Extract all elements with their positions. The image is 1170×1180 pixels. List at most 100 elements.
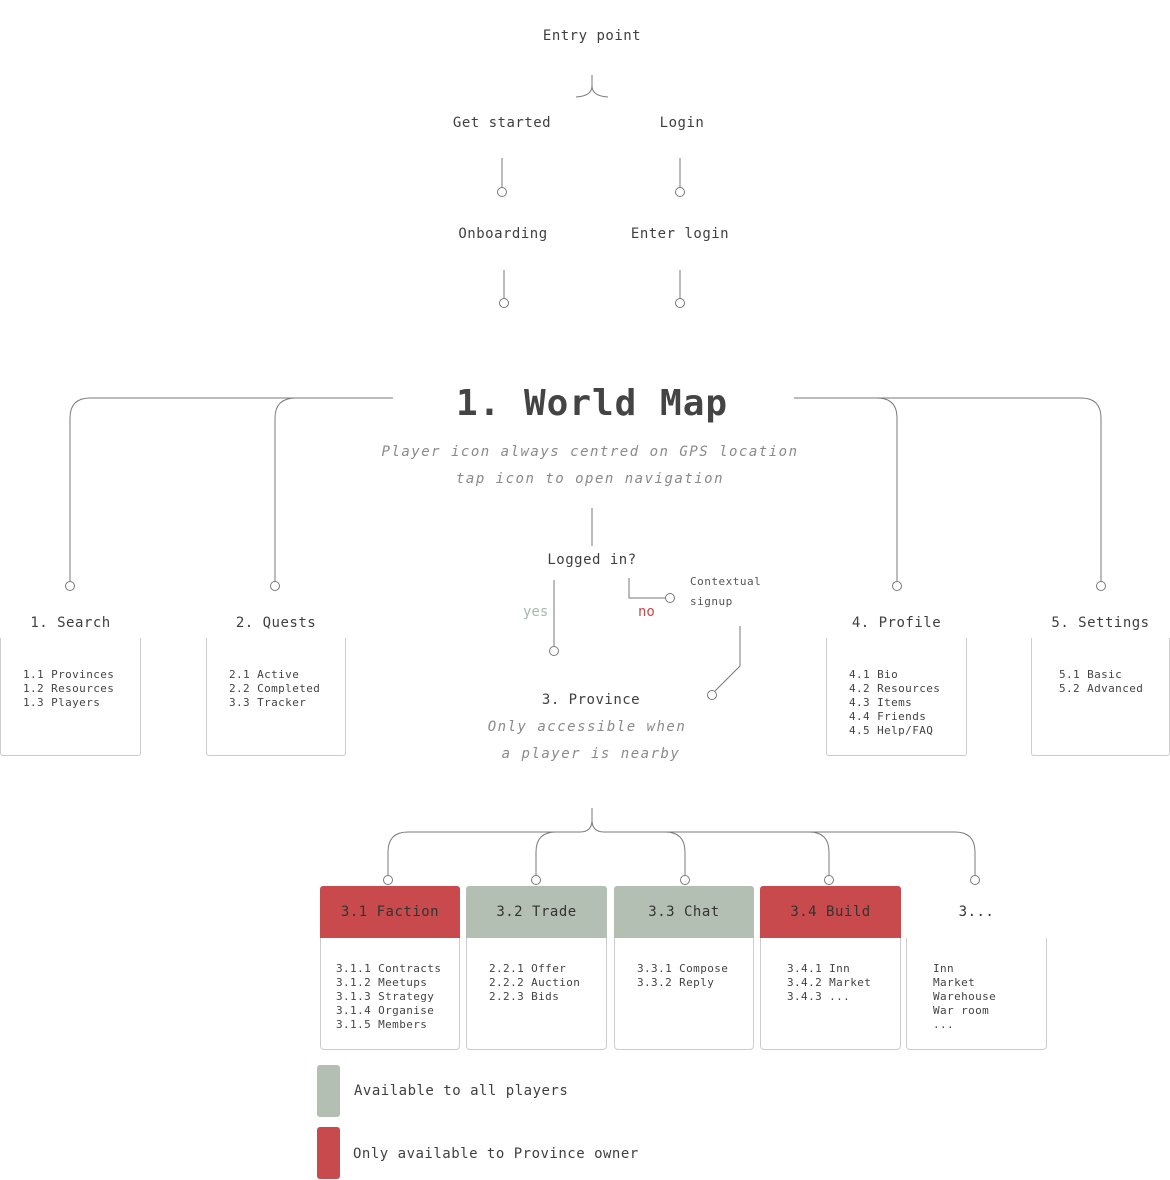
- list-item[interactable]: 3.3.2 Reply: [637, 976, 715, 989]
- province-title-trade[interactable]: 3.2 Trade: [466, 886, 607, 938]
- onboarding-node[interactable]: Onboarding: [458, 226, 548, 242]
- connector-contextual: [714, 626, 741, 692]
- list-item[interactable]: 3.1.5 Members: [336, 1018, 428, 1031]
- connector-search: [69, 397, 393, 582]
- connector-profile: [876, 397, 898, 582]
- list-item[interactable]: 2.2.1 Offer: [489, 962, 567, 975]
- province-list-faction: 3.1.1 Contracts 3.1.2 Meetups 3.1.3 Stra…: [336, 962, 441, 1032]
- list-item[interactable]: 4.3 Items: [849, 696, 913, 709]
- province-split-connector: [579, 808, 605, 833]
- connector-trade: [535, 831, 557, 876]
- province-list-chat: 3.3.1 Compose 3.3.2 Reply: [637, 962, 728, 990]
- list-item[interactable]: 3.1.4 Organise: [336, 1004, 435, 1017]
- list-item[interactable]: 3.1.1 Contracts: [336, 962, 442, 975]
- section-title-settings[interactable]: 5. Settings: [1030, 610, 1170, 636]
- login-node[interactable]: Login: [659, 115, 705, 131]
- list-item[interactable]: 3.4.3 ...: [787, 990, 851, 1003]
- list-item[interactable]: 4.4 Friends: [849, 710, 927, 723]
- logged-in-question: Logged in?: [547, 552, 637, 568]
- no-label: no: [638, 604, 655, 620]
- list-item[interactable]: 2.2.2 Auction: [489, 976, 581, 989]
- connector-node: [680, 875, 690, 885]
- connector-node: [707, 690, 717, 700]
- connector-node: [549, 646, 559, 656]
- list-item[interactable]: 2.2 Completed: [229, 682, 321, 695]
- province-list-build: 3.4.1 Inn 3.4.2 Market 3.4.3 ...: [787, 962, 871, 1004]
- list-item[interactable]: 1.2 Resources: [23, 682, 115, 695]
- entry-point-label: Entry point: [542, 28, 642, 44]
- list-item[interactable]: 3.3 Tracker: [229, 696, 307, 709]
- list-item[interactable]: 2.2.3 Bids: [489, 990, 560, 1003]
- list-item[interactable]: 4.2 Resources: [849, 682, 941, 695]
- connector-build: [808, 831, 830, 876]
- list-item[interactable]: 3.4.2 Market: [787, 976, 872, 989]
- list-item[interactable]: 3.1.2 Meetups: [336, 976, 428, 989]
- list-item[interactable]: 3.1.3 Strategy: [336, 990, 435, 1003]
- connector-node: [383, 875, 393, 885]
- province-card-more[interactable]: 3... Inn Market Warehouse War room ...: [906, 886, 1047, 1050]
- entry-split-connector: [575, 75, 609, 98]
- section-title-quests[interactable]: 2. Quests: [205, 610, 347, 636]
- world-map-title: 1. World Map: [455, 383, 729, 424]
- connector-node: [675, 298, 685, 308]
- province-card-chat[interactable]: 3.3 Chat 3.3.1 Compose 3.3.2 Reply: [614, 886, 754, 1050]
- province-title-faction[interactable]: 3.1 Faction: [320, 886, 460, 938]
- list-item[interactable]: Inn: [933, 962, 955, 975]
- section-card-quests[interactable]: 2. Quests 2.1 Active 2.2 Completed 3.3 T…: [205, 610, 347, 756]
- province-title[interactable]: 3. Province: [541, 692, 641, 708]
- connector-node: [824, 875, 834, 885]
- section-card-search[interactable]: 1. Search 1.1 Provinces 1.2 Resources 1.…: [0, 610, 142, 756]
- world-map-note-2: tap icon to open navigation: [455, 471, 725, 487]
- connector-more: [604, 831, 976, 876]
- list-item[interactable]: Warehouse: [933, 990, 997, 1003]
- section-title-profile[interactable]: 4. Profile: [825, 610, 968, 636]
- list-item[interactable]: 1.3 Players: [23, 696, 101, 709]
- province-note-2: a player is nearby: [501, 746, 681, 762]
- connector-node: [65, 581, 75, 591]
- section-card-settings[interactable]: 5. Settings 5.1 Basic 5.2 Advanced: [1030, 610, 1170, 756]
- legend-swatch-owner-only: [317, 1127, 340, 1179]
- legend-swatch-all-players: [317, 1065, 340, 1117]
- list-item[interactable]: 4.5 Help/FAQ: [849, 724, 934, 737]
- province-list-more: Inn Market Warehouse War room ...: [933, 962, 996, 1032]
- list-item[interactable]: 5.1 Basic: [1059, 668, 1123, 681]
- connector-quests: [274, 397, 297, 582]
- yes-label: yes: [523, 604, 549, 620]
- list-item[interactable]: 3.3.1 Compose: [637, 962, 729, 975]
- list-item[interactable]: 4.1 Bio: [849, 668, 899, 681]
- province-title-more[interactable]: 3...: [906, 886, 1047, 938]
- list-item[interactable]: 2.1 Active: [229, 668, 300, 681]
- section-card-profile[interactable]: 4. Profile 4.1 Bio 4.2 Resources 4.3 Ite…: [825, 610, 968, 756]
- contextual-label-1: Contextual: [690, 575, 762, 588]
- connector-node: [499, 298, 509, 308]
- get-started-node[interactable]: Get started: [452, 115, 552, 131]
- list-item[interactable]: 1.1 Provinces: [23, 668, 115, 681]
- list-item[interactable]: 5.2 Advanced: [1059, 682, 1144, 695]
- connector-faction: [387, 831, 580, 876]
- province-title-build[interactable]: 3.4 Build: [760, 886, 901, 938]
- list-item[interactable]: 3.4.1 Inn: [787, 962, 851, 975]
- connector-node: [675, 187, 685, 197]
- connector-node: [497, 187, 507, 197]
- enter-login-node[interactable]: Enter login: [630, 226, 730, 242]
- section-list-profile: 4.1 Bio 4.2 Resources 4.3 Items 4.4 Frie…: [849, 668, 940, 738]
- connector-node: [665, 593, 675, 603]
- connector-node: [531, 875, 541, 885]
- section-list-search: 1.1 Provinces 1.2 Resources 1.3 Players: [23, 668, 114, 710]
- province-card-trade[interactable]: 3.2 Trade 2.2.1 Offer 2.2.2 Auction 2.2.…: [466, 886, 607, 1050]
- connector-node: [970, 875, 980, 885]
- section-list-quests: 2.1 Active 2.2 Completed 3.3 Tracker: [229, 668, 320, 710]
- province-title-chat[interactable]: 3.3 Chat: [614, 886, 754, 938]
- province-card-faction[interactable]: 3.1 Faction 3.1.1 Contracts 3.1.2 Meetup…: [320, 886, 460, 1050]
- list-item[interactable]: ...: [933, 1018, 955, 1031]
- contextual-label-2: signup: [690, 595, 733, 608]
- legend-label-owner-only: Only available to Province owner: [353, 1146, 639, 1162]
- list-item[interactable]: Market: [933, 976, 976, 989]
- connector-node: [1096, 581, 1106, 591]
- legend-label-all-players: Available to all players: [354, 1083, 569, 1099]
- list-item[interactable]: War room: [933, 1004, 990, 1017]
- section-title-search[interactable]: 1. Search: [0, 610, 142, 636]
- connector-settings: [794, 397, 1102, 582]
- province-card-build[interactable]: 3.4 Build 3.4.1 Inn 3.4.2 Market 3.4.3 .…: [760, 886, 901, 1050]
